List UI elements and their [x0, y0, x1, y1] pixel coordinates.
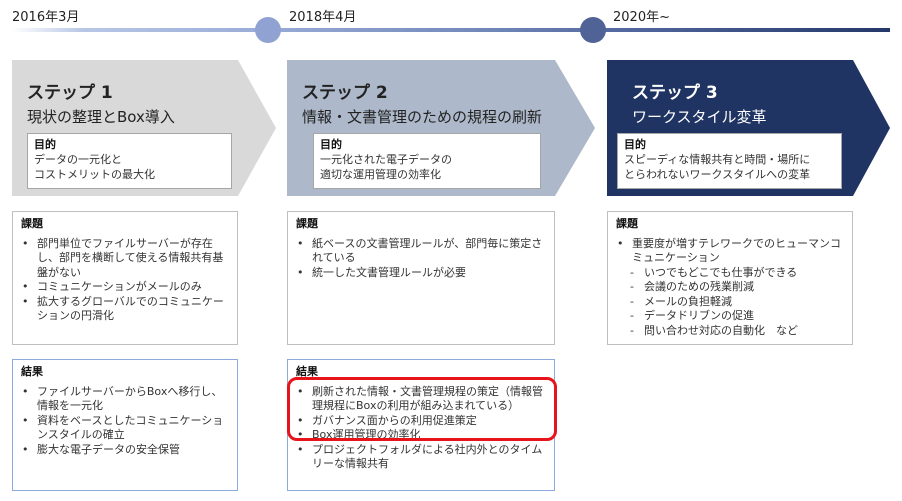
bullet-icon: • — [617, 236, 624, 250]
list-subitem: -データドリブンの促進 — [630, 309, 754, 322]
list-subitem: -いつでもどこでも仕事ができる — [630, 265, 798, 279]
bullet-icon: • — [297, 413, 304, 427]
dash-icon: - — [630, 294, 634, 308]
bullet-icon: • — [22, 236, 29, 250]
bullet-icon: • — [22, 280, 29, 293]
goal-label: 目的 — [624, 138, 646, 151]
list-item: •統一した文書管理ルールが必要 — [297, 265, 466, 279]
step-2-title: ステップ 2 — [302, 83, 388, 103]
issues-list: •部門単位でファイルサーバーが存在し、部門を横断して使える情報共有基盤がない •… — [21, 237, 229, 324]
issues-list: •重要度が増すテレワークでのヒューマンコミュニケーション -いつでもどこでも仕事… — [616, 237, 844, 339]
timeline-marker-2020 — [580, 17, 606, 43]
bullet-icon: • — [297, 428, 304, 441]
timeline-date-3: 2020年~ — [613, 10, 670, 25]
issues-label: 課題 — [296, 217, 318, 230]
bullet-icon: • — [297, 442, 304, 456]
step-2-goal-box: 目的 一元化された電子データの 適切な運用管理の効率化 — [313, 133, 541, 189]
results-list: •ファイルサーバーからBoxへ移行し、情報を一元化 •資料をベースとしたコミュニ… — [21, 385, 229, 458]
issues-label: 課題 — [616, 217, 638, 230]
dash-icon: - — [630, 323, 634, 337]
bullet-icon: • — [22, 384, 29, 398]
list-item: •Box運用管理の効率化 — [297, 428, 421, 441]
step-3-chevron: ステップ 3 ワークスタイル変革 目的 スピーディな情報共有と時間・場所に とら… — [607, 60, 892, 196]
dash-icon: - — [630, 280, 634, 293]
goal-label: 目的 — [34, 138, 56, 151]
list-item: •資料をベースとしたコミュニケーションスタイルの確立 — [22, 413, 224, 442]
goal-line: データの一元化と — [34, 153, 122, 166]
goal-line: コストメリットの最大化 — [34, 168, 155, 181]
goal-label: 目的 — [320, 138, 342, 151]
list-item: •部門単位でファイルサーバーが存在し、部門を横断して使える情報共有基盤がない — [22, 236, 224, 279]
list-item: •膨大な電子データの安全保管 — [22, 442, 180, 456]
timeline-line — [12, 28, 890, 32]
bullet-icon: • — [22, 413, 29, 427]
timeline-date-1: 2016年3月 — [12, 10, 80, 25]
timeline-marker-2018 — [255, 17, 281, 43]
list-item: •ファイルサーバーからBoxへ移行し、情報を一元化 — [22, 384, 223, 413]
step-1-goal-box: 目的 データの一元化と コストメリットの最大化 — [27, 133, 232, 189]
step-2-subtitle: 情報・文書管理のための規程の刷新 — [302, 108, 543, 126]
issues-label: 課題 — [21, 217, 43, 230]
highlight-annotation — [287, 377, 557, 441]
timeline-date-2: 2018年4月 — [289, 10, 357, 25]
list-item: •拡大するグローバルでのコミュニケーションの円滑化 — [22, 294, 224, 323]
list-item: •紙ベースの文書管理ルールが、部門毎に策定されている — [297, 236, 543, 265]
step-3-title: ステップ 3 — [632, 83, 718, 103]
results-label: 結果 — [296, 365, 318, 378]
list-item: •重要度が増すテレワークでのヒューマンコミュニケーション — [617, 236, 841, 265]
step-2-issues-panel: 課題 •紙ベースの文書管理ルールが、部門毎に策定されている •統一した文書管理ル… — [287, 211, 555, 345]
bullet-icon: • — [22, 294, 29, 308]
step-2-results-panel: 結果 •刷新された情報・文書管理規程の策定（情報管理規程にBoxの利用が組み込ま… — [287, 359, 555, 491]
bullet-icon: • — [22, 442, 29, 456]
list-item: •ガバナンス面からの利用促進策定 — [297, 413, 477, 427]
step-1-title: ステップ 1 — [27, 83, 113, 103]
goal-line: とらわれないワークスタイルへの変革 — [624, 168, 811, 181]
list-subitem: -メールの負担軽減 — [630, 294, 732, 308]
list-item: •刷新された情報・文書管理規程の策定（情報管理規程にBoxの利用が組み込まれてい… — [297, 384, 543, 413]
step-1-chevron: ステップ 1 現状の整理とBox導入 目的 データの一元化と コストメリットの最… — [12, 60, 277, 196]
step-3-goal-box: 目的 スピーディな情報共有と時間・場所に とらわれないワークスタイルへの変革 — [617, 133, 842, 189]
step-1-issues-panel: 課題 •部門単位でファイルサーバーが存在し、部門を横断して使える情報共有基盤がな… — [12, 211, 238, 345]
bullet-icon: • — [297, 236, 304, 250]
list-subitem: -会議のための残業削減 — [630, 280, 754, 293]
issues-list: •紙ベースの文書管理ルールが、部門毎に策定されている •統一した文書管理ルールが… — [296, 237, 546, 281]
step-1-subtitle: 現状の整理とBox導入 — [27, 108, 175, 126]
bullet-icon: • — [297, 265, 304, 279]
list-subitem: -問い合わせ対応の自動化 など — [630, 323, 798, 337]
bullet-icon: • — [297, 384, 304, 398]
list-item: •プロジェクトフォルダによる社内外とのタイムリーな情報共有 — [297, 442, 543, 471]
dash-icon: - — [630, 265, 634, 279]
step-3-issues-panel: 課題 •重要度が増すテレワークでのヒューマンコミュニケーション -いつでもどこで… — [607, 211, 853, 345]
step-3-subtitle: ワークスタイル変革 — [632, 108, 767, 126]
dash-icon: - — [630, 309, 634, 322]
step-1-results-panel: 結果 •ファイルサーバーからBoxへ移行し、情報を一元化 •資料をベースとしたコ… — [12, 359, 238, 491]
goal-line: 適切な運用管理の効率化 — [320, 168, 441, 181]
goal-line: スピーディな情報共有と時間・場所に — [624, 153, 811, 166]
goal-line: 一元化された電子データの — [320, 153, 452, 166]
list-item: •コミュニケーションがメールのみ — [22, 280, 202, 293]
results-list: •刷新された情報・文書管理規程の策定（情報管理規程にBoxの利用が組み込まれてい… — [296, 385, 546, 472]
step-2-chevron: ステップ 2 情報・文書管理のための規程の刷新 目的 一元化された電子データの … — [287, 60, 597, 196]
results-label: 結果 — [21, 365, 43, 378]
